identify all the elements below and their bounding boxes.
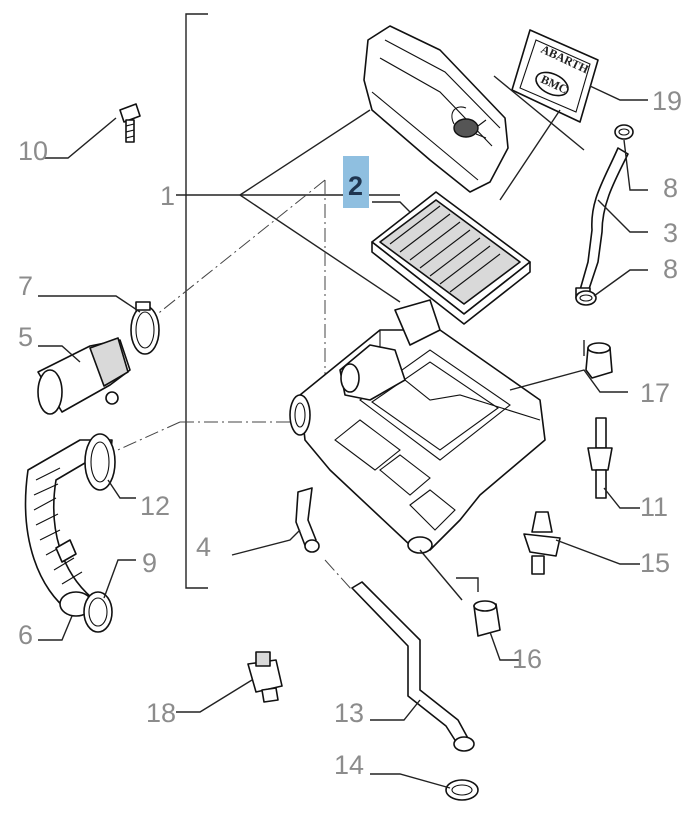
engine-cover [363,25,509,193]
abarth-badge: ABARTH BMC [511,29,599,123]
callout-9: 9 [142,548,157,578]
callout-18: 18 [146,698,176,728]
small-clamp-lower [575,290,597,306]
short-hose [295,487,320,553]
callout-17: 17 [640,378,670,408]
small-clamp-upper [614,124,634,140]
callout-8-lower: 8 [663,254,678,284]
air-filter-element [371,191,531,325]
long-hose [351,581,475,752]
assembly-bracket [176,13,401,589]
sensor [247,651,283,703]
hose-clip [445,779,479,801]
callout-8-upper: 8 [663,173,678,203]
bolt [119,103,141,143]
callout-1: 1 [160,181,175,211]
rubber-grommet-upper [585,342,613,379]
callout-3: 3 [663,218,678,248]
callout-11: 11 [640,492,668,522]
rubber-grommet-lower [473,600,501,637]
callout-12: 12 [140,491,170,521]
callout-16: 16 [512,644,542,674]
callout-7: 7 [18,271,33,301]
intake-pipe [37,337,131,415]
mounting-stud [523,511,561,575]
bmc-logo [535,71,569,97]
hose-clamp-upper [130,301,160,355]
callout-6: 6 [18,620,33,650]
callout-2: 2 [348,171,363,201]
callout-4: 4 [196,532,211,562]
mounting-pin [587,417,613,499]
scorpion-logo [451,106,487,139]
callout-14: 14 [334,750,364,780]
hose-clamp-middle [84,433,116,491]
callout-5: 5 [18,322,33,352]
leader-lines [38,75,648,789]
callout-13: 13 [334,698,364,728]
callout-labels: 1 2 3 4 5 6 7 8 8 9 10 11 12 13 14 15 16… [18,86,682,780]
hose-clamp-lower [83,591,113,633]
callout-15: 15 [640,548,670,578]
corrugated-duct [24,439,113,617]
callout-10: 10 [18,136,48,166]
callout-19: 19 [652,86,682,116]
air-box-housing [289,299,546,554]
callout-2-highlight [343,156,369,208]
